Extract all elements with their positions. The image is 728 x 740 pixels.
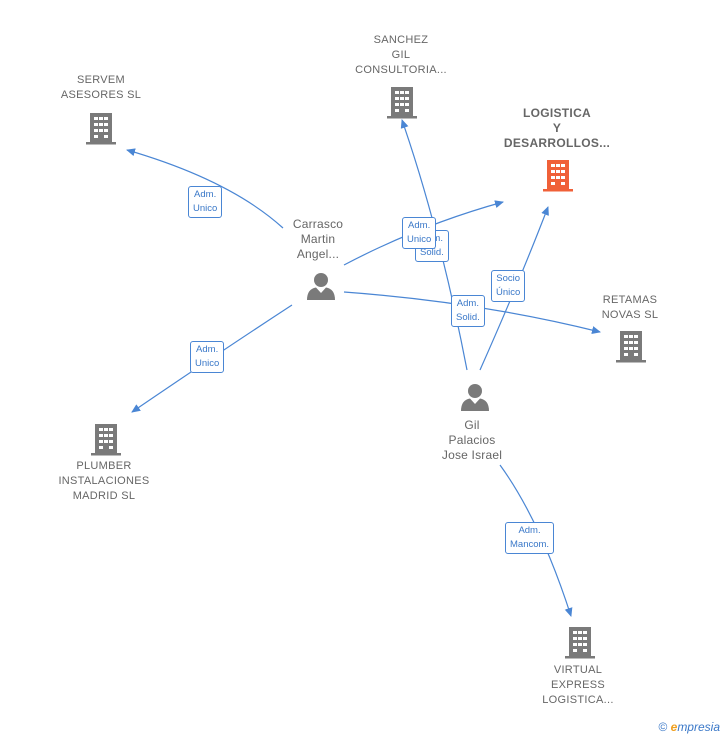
edge-label-carrasco-logistica-unico: Adm. Unico [402, 217, 437, 249]
brand-name: mpresia [677, 720, 720, 734]
virtual-label[interactable]: VIRTUAL EXPRESS LOGISTICA... [542, 664, 614, 706]
servem-building-icon[interactable] [86, 113, 116, 145]
plumber-building-icon[interactable] [91, 424, 121, 456]
carrasco-person-icon[interactable] [307, 273, 335, 300]
servem-label[interactable]: SERVEM ASESORES SL [60, 74, 142, 101]
gil-label[interactable]: Gil Palacios Jose Israel [441, 418, 503, 462]
empresia-logo[interactable]: © empresia [658, 720, 720, 734]
edge-label-carrasco-servem: Adm. Unico [188, 186, 223, 218]
copyright-symbol: © [658, 720, 668, 734]
gil-person-icon[interactable] [461, 384, 489, 411]
edge-label-carrasco-retamas: Adm. Solid. [451, 295, 485, 327]
logistica-building-icon[interactable] [543, 160, 573, 192]
sanchez-building-icon[interactable] [387, 87, 417, 119]
edge-carrasco-servem [126, 148, 284, 229]
sanchez-label[interactable]: SANCHEZ GIL CONSULTORIA... [355, 34, 447, 76]
edge-label-carrasco-plumber: Adm. Unico [190, 341, 225, 373]
logistica-label[interactable]: LOGISTICA Y DESARROLLOS... [503, 106, 611, 150]
plumber-label[interactable]: PLUMBER INSTALACIONES MADRID SL [58, 460, 150, 502]
retamas-label[interactable]: RETAMAS NOVAS SL [601, 294, 659, 321]
brand-initial: e [670, 720, 678, 734]
carrasco-label[interactable]: Carrasco Martin Angel... [292, 217, 344, 261]
edge-label-gil-virtual: Adm. Mancom. [505, 522, 555, 554]
virtual-building-icon[interactable] [565, 627, 595, 659]
retamas-building-icon[interactable] [616, 331, 646, 363]
edge-label-gil-logistica: Socio Único [491, 270, 526, 302]
